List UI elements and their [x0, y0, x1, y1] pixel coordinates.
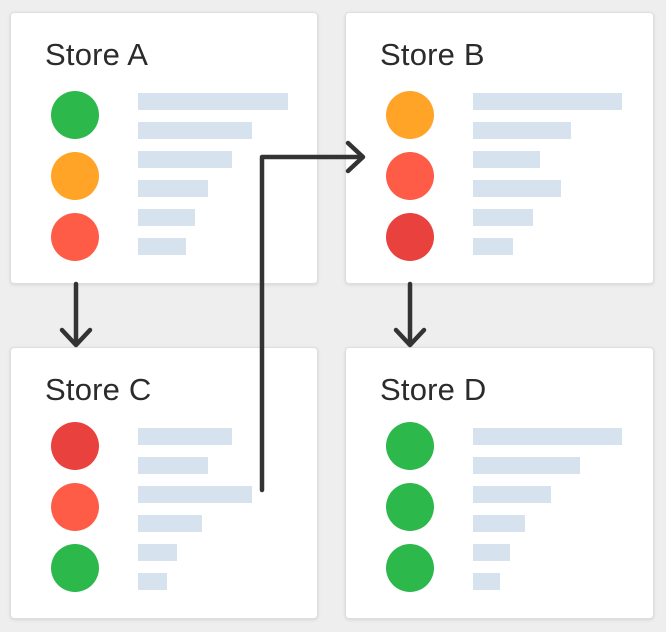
status-indicator [51, 213, 99, 261]
store-card-b: Store B [345, 12, 654, 284]
metric-bar [138, 573, 167, 590]
metric-bar [473, 486, 551, 503]
status-indicator [386, 483, 434, 531]
metric-bar [138, 486, 252, 503]
metric-bar [138, 515, 202, 532]
status-indicator [386, 91, 434, 139]
store-card-d: Store D [345, 347, 654, 619]
metric-bar [138, 457, 208, 474]
metric-bar [473, 544, 510, 561]
metric-bar [473, 122, 571, 139]
store-title: Store A [45, 37, 149, 72]
metric-bar [138, 93, 288, 110]
status-indicator [51, 91, 99, 139]
status-indicator [51, 422, 99, 470]
metric-bar [138, 544, 177, 561]
status-indicator [51, 544, 99, 592]
metric-bar [473, 457, 580, 474]
status-indicator [386, 544, 434, 592]
status-indicator [386, 422, 434, 470]
metric-bar [473, 209, 533, 226]
store-card-a: Store A [10, 12, 318, 284]
metric-bar [473, 515, 525, 532]
metric-bar [138, 151, 232, 168]
arrow-b-to-d [393, 281, 427, 348]
store-card-c: Store C [10, 347, 318, 619]
metric-bar [138, 180, 208, 197]
metric-bar [473, 573, 500, 590]
metric-bar [473, 180, 561, 197]
metric-bar [473, 93, 622, 110]
metric-bar [473, 428, 622, 445]
status-indicator [51, 483, 99, 531]
status-indicator [51, 152, 99, 200]
status-indicator [386, 152, 434, 200]
store-title: Store B [380, 37, 485, 72]
metric-bar [138, 209, 195, 226]
metric-bar [473, 151, 540, 168]
metric-bar [138, 238, 186, 255]
metric-bar [138, 428, 232, 445]
store-title: Store D [380, 372, 487, 407]
arrow-a-to-c [59, 281, 93, 348]
metric-bar [473, 238, 513, 255]
store-title: Store C [45, 372, 152, 407]
status-indicator [386, 213, 434, 261]
metric-bar [138, 122, 252, 139]
